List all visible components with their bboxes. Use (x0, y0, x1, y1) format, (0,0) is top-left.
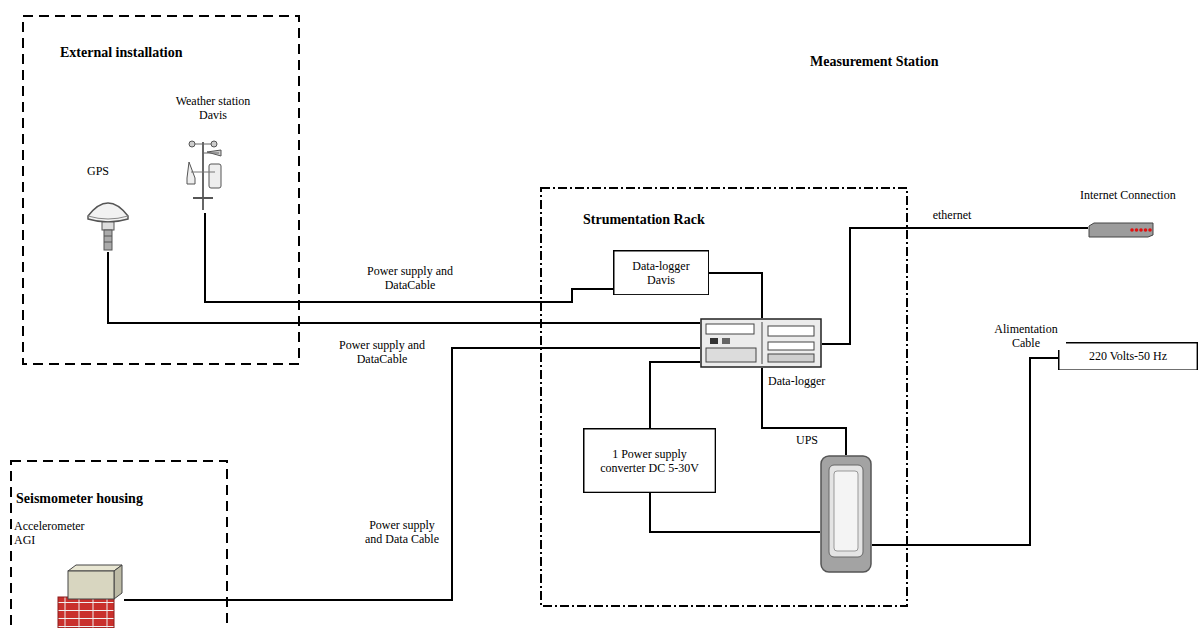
box-text: 1 Power supply converter DC 5-30V (600, 447, 700, 475)
device-node: Weather station Davis (183, 138, 225, 213)
accelerometer-icon (58, 563, 124, 628)
device-node: GPS (85, 192, 131, 252)
region-frame: External installationGPS Weather station … (22, 15, 300, 365)
ups-icon (820, 455, 872, 573)
process-box: Data-logger Davis (613, 250, 709, 295)
led-dot (1139, 228, 1143, 232)
process-box: 1 Power supply converter DC 5-30V (583, 428, 716, 493)
region-title: External installation (60, 45, 183, 61)
region-title: Seismometer housing (16, 491, 143, 507)
region-border (23, 16, 299, 364)
region-title: Strumentation Rack (583, 212, 705, 228)
device-node: UPS (820, 455, 872, 573)
station-title: Measurement Station (810, 54, 938, 70)
region-frame: Strumentation RackData-logger DavisData-… (540, 187, 908, 607)
box-outline (614, 251, 709, 295)
cable-line (205, 213, 613, 302)
device-label: Data-logger (768, 374, 848, 388)
cable-line (872, 358, 1058, 545)
data-logger-icon (700, 318, 822, 368)
cable-label: Alimentation Cable (986, 322, 1066, 350)
device-node: Accelerometer AGI (58, 563, 124, 628)
cable-line (650, 362, 700, 428)
cable-label: Power supply and Data Cable (360, 518, 444, 546)
led-dot (1135, 228, 1139, 232)
cable-label: Power supply and DataCable (332, 338, 432, 366)
process-box: 220 Volts-50 Hz (1058, 342, 1198, 370)
device-label: Internet Connection (1080, 188, 1200, 202)
box-outline (1059, 343, 1198, 370)
led-dot (1144, 228, 1148, 232)
region-outline (10, 460, 228, 628)
cable-line (124, 348, 700, 600)
cable-line (650, 493, 820, 532)
router-icon (1088, 222, 1154, 238)
device-node: Data-logger (700, 318, 822, 368)
led-dot (1148, 228, 1152, 232)
led-dot (1130, 228, 1134, 232)
cable-line (709, 273, 762, 318)
region-outline (22, 15, 300, 365)
region-frame: Seismometer housingAccelerometer AGI (10, 460, 228, 628)
device-label: Weather station Davis (171, 94, 255, 122)
region-border (541, 188, 907, 606)
device-label: Accelerometer AGI (14, 519, 94, 547)
weather-station-icon (183, 138, 225, 213)
gps-antenna-icon (85, 192, 131, 252)
device-node: Internet Connection (1088, 222, 1154, 238)
cable-label: ethernet (922, 208, 982, 222)
cable-label: Power supply and DataCable (360, 264, 460, 292)
device-label: GPS (87, 164, 147, 178)
box-text: Data-logger Davis (618, 259, 704, 287)
region-border (11, 461, 227, 628)
cable-line (108, 252, 700, 323)
device-label: UPS (790, 433, 818, 447)
box-text: 220 Volts-50 Hz (1089, 349, 1167, 363)
box-outline (584, 429, 716, 493)
